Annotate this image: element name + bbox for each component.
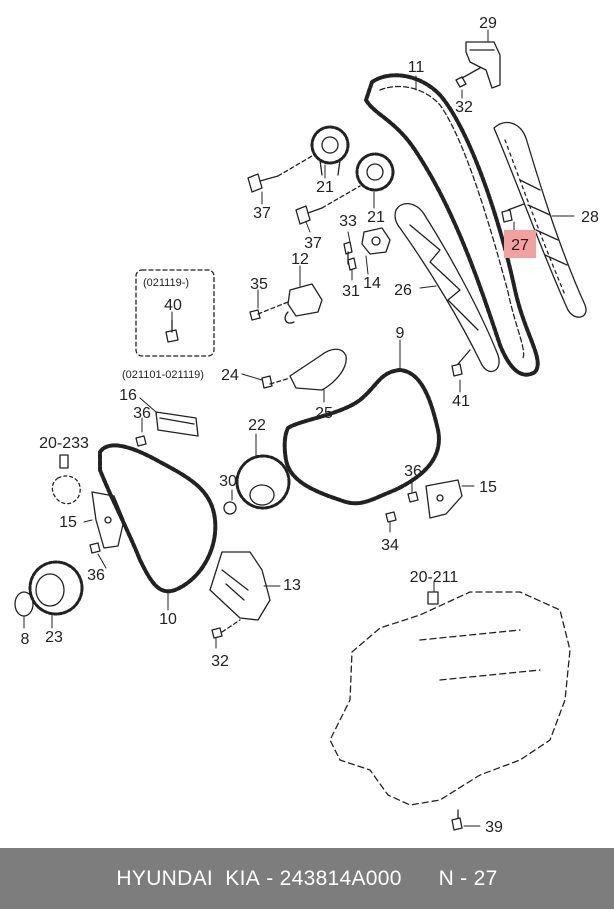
footer-gap bbox=[402, 867, 439, 891]
gasket-tag-20-233 bbox=[59, 454, 69, 469]
callout-11: 11 bbox=[408, 59, 425, 76]
bolt-34 bbox=[385, 511, 397, 523]
tensioner-bracket-13 bbox=[209, 551, 271, 633]
callout-23: 23 bbox=[45, 629, 63, 646]
chain-guide-15-right bbox=[425, 479, 463, 519]
engine-block-20-211 bbox=[329, 591, 571, 806]
chain-guide-15-left bbox=[91, 491, 125, 549]
timing-chain-exploded-diagram: 29 11 32 21 21 37 37 33 28 27 12 14 31 2… bbox=[14, 15, 599, 836]
callout-34: 34 bbox=[381, 537, 399, 554]
callout-15: 15 bbox=[479, 479, 497, 496]
callout-21: 21 bbox=[316, 179, 334, 196]
callout-22: 22 bbox=[248, 417, 266, 434]
callout-37: 37 bbox=[253, 205, 271, 222]
upper-timing-chain bbox=[364, 73, 540, 377]
bolt-41 bbox=[451, 349, 471, 377]
callout-20-211: 20-211 bbox=[410, 569, 459, 586]
lower-timing-chain-9 bbox=[282, 368, 441, 506]
part-number: 243814A000 bbox=[279, 866, 402, 890]
callout-30: 30 bbox=[219, 473, 237, 490]
callout-15: 15 bbox=[59, 514, 77, 531]
highlighted-part-27-box bbox=[504, 230, 536, 258]
callout-24: 24 bbox=[221, 367, 239, 384]
callout-36: 36 bbox=[404, 463, 422, 480]
footer-separator: - bbox=[260, 866, 280, 890]
bolt-39 bbox=[451, 809, 463, 831]
callout-21: 21 bbox=[367, 209, 385, 226]
bolt-37-b bbox=[295, 185, 361, 225]
callout-33: 33 bbox=[339, 213, 357, 230]
tensioner-arm-26 bbox=[394, 203, 500, 373]
callout-20-233: 20-233 bbox=[39, 435, 89, 452]
callout-16: 16 bbox=[119, 387, 137, 404]
callout-25: 25 bbox=[315, 405, 333, 422]
callout-37: 37 bbox=[304, 235, 322, 252]
o-ring-8 bbox=[14, 591, 34, 617]
callout-26: 26 bbox=[394, 282, 412, 299]
bolt-40 bbox=[165, 319, 179, 343]
bolt-32-lower bbox=[211, 627, 223, 639]
chain-guide-25 bbox=[269, 348, 347, 391]
oil-pump-chain-10 bbox=[98, 443, 218, 594]
callout-27: 27 bbox=[511, 237, 529, 254]
part-info-footer: HYUNDAI KIA - 243814A000 N - 27 bbox=[0, 848, 614, 909]
chain-guide-bracket-29 bbox=[465, 41, 501, 89]
gasket-20-233 bbox=[51, 475, 81, 505]
callout-labels: 29 11 32 21 21 37 37 33 28 27 12 14 31 2… bbox=[21, 15, 599, 836]
bolt-27 bbox=[501, 203, 525, 223]
callout-8: 8 bbox=[21, 631, 30, 648]
chain-guide-rail-28 bbox=[493, 121, 587, 318]
callout-10: 10 bbox=[159, 611, 177, 628]
bolt-37-a bbox=[247, 155, 313, 193]
callout-35: 35 bbox=[250, 276, 268, 293]
oil-pump-sprocket-23 bbox=[28, 560, 84, 616]
callout-12: 12 bbox=[291, 251, 309, 268]
callout-14: 14 bbox=[363, 275, 381, 292]
bolt-36-b bbox=[89, 542, 101, 554]
hydraulic-tensioner-12 bbox=[257, 283, 323, 324]
option-box-code: (021119-) bbox=[143, 277, 189, 289]
chain-guide-16 bbox=[155, 411, 199, 437]
callout-9: 9 bbox=[396, 325, 405, 342]
callout-32: 32 bbox=[455, 99, 473, 116]
callout-13: 13 bbox=[283, 577, 301, 594]
bolt-32-upper bbox=[455, 67, 481, 88]
callout-36: 36 bbox=[133, 405, 151, 422]
callout-41: 41 bbox=[452, 393, 470, 410]
gasket-tag-20-211 bbox=[427, 591, 439, 605]
option-box bbox=[135, 269, 215, 357]
chain-tensioner-14 bbox=[361, 227, 391, 255]
callout-39: 39 bbox=[485, 819, 503, 836]
camshaft-sprocket-21-b bbox=[355, 152, 395, 192]
washer-30 bbox=[223, 501, 237, 515]
crankshaft-sprocket-22 bbox=[235, 454, 291, 510]
callout-31: 31 bbox=[342, 283, 360, 300]
callout-28: 28 bbox=[581, 209, 599, 226]
callout-32: 32 bbox=[211, 653, 229, 670]
bolt-36-c bbox=[407, 491, 419, 503]
callout-40: 40 bbox=[164, 297, 182, 314]
bolt-31 bbox=[347, 257, 357, 271]
brand-label: HYUNDAI KIA bbox=[116, 866, 261, 890]
camshaft-sprocket-21-a bbox=[310, 125, 350, 176]
bolt-36-a bbox=[135, 435, 147, 447]
range-code-note: (021101-021119) bbox=[122, 369, 204, 381]
callout-29: 29 bbox=[479, 15, 497, 32]
position-label: N - 27 bbox=[438, 866, 498, 890]
callout-36: 36 bbox=[87, 567, 105, 584]
bolt-35 bbox=[249, 309, 261, 321]
bolt-24 bbox=[261, 375, 273, 389]
leader-lines bbox=[23, 29, 575, 827]
